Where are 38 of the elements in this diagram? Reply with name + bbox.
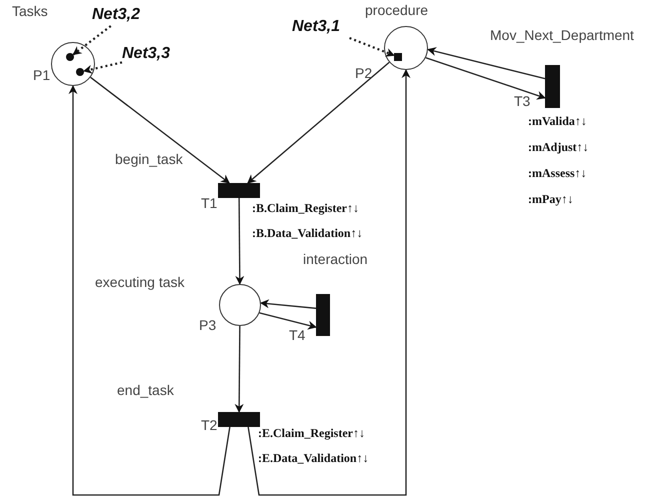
token-label: Net3,2 [92,6,140,24]
arc-arrow [427,47,546,80]
inscription: :E.Claim_Register↑↓ [258,425,365,442]
token-label: Net3,1 [292,18,340,36]
leader-arrow [83,61,122,74]
transition-label: begin_task [115,150,183,168]
arc-arrow [90,76,230,184]
transition-id: T1 [201,194,218,212]
transition-label: Mov_Next_Department [490,26,634,44]
inscription: :mAdjust↑↓ [528,139,589,156]
transition-id: T3 [514,92,530,110]
place-id: P2 [355,64,372,82]
place-id: P1 [33,66,50,84]
inscription: :E.Data_Validation↑↓ [258,450,369,467]
inscription: :mValida↑↓ [528,113,587,130]
place-label: Tasks [12,2,48,20]
arc-arrow [259,312,317,330]
inscription: :mPay↑↓ [528,191,574,208]
transition-id: T2 [201,416,218,434]
arc-arrow [248,69,410,496]
place-id: P3 [199,316,216,334]
arc-arrow [234,326,244,413]
place-label: executing task [95,273,184,291]
inscription: :B.Claim_Register↑↓ [252,200,359,217]
token-label: Net3,3 [122,45,170,63]
transition-id: T4 [289,326,306,344]
leader-arrow [349,36,395,57]
arc-arrow [235,198,244,285]
arc-arrow [247,62,390,184]
arc-arrow [260,299,316,309]
transition-label: interaction [303,250,368,268]
inscription: :mAssess↑↓ [528,165,587,182]
arc-arrow [68,85,230,496]
transition-label: end_task [117,381,174,399]
place-label: procedure [365,1,428,19]
inscription: :B.Data_Validation↑↓ [252,225,363,242]
leader-arrow [72,25,112,56]
arc-arrow [426,57,546,100]
